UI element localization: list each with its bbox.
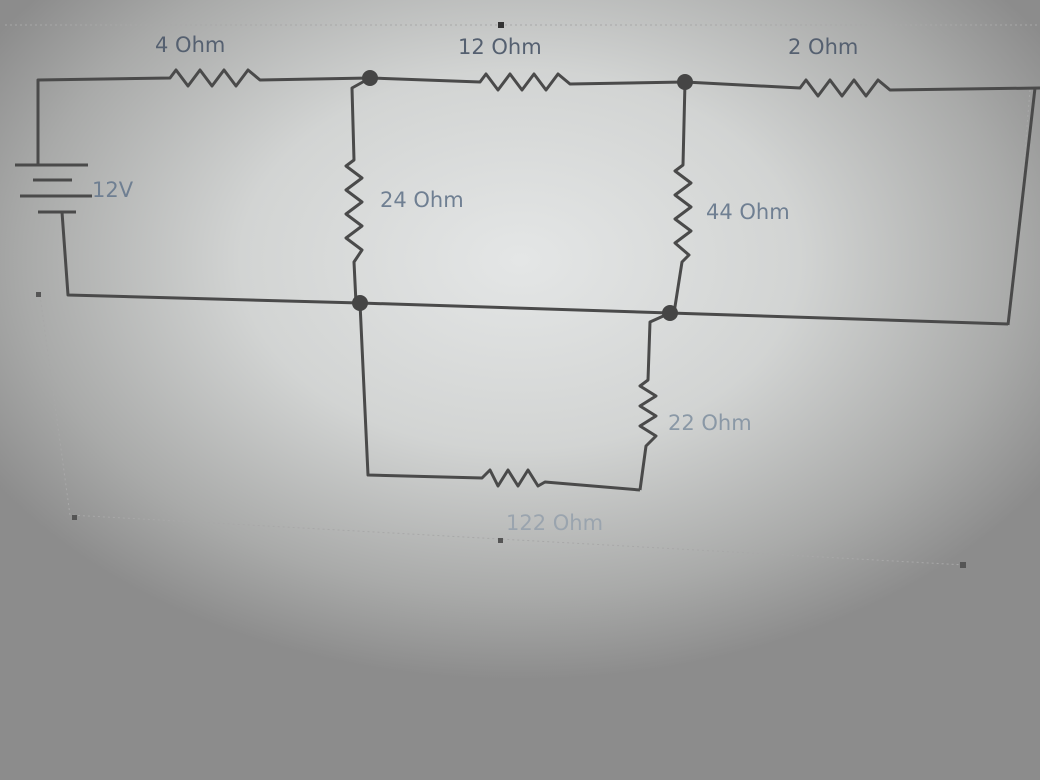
battery-icon: [15, 163, 92, 214]
resistor-44-ohm: [672, 81, 693, 314]
selection-handle[interactable]: [960, 562, 966, 568]
resistor-24-ohm: [344, 76, 371, 304]
resistor-label: 2 Ohm: [788, 35, 858, 59]
junction-node: [677, 74, 693, 90]
selection-frame: [5, 24, 1040, 566]
wire-top: [36, 68, 1040, 165]
resistor-22-ohm: [638, 311, 671, 491]
junction-node: [662, 305, 678, 321]
source-label: 12V: [92, 178, 134, 202]
selection-handle[interactable]: [498, 22, 504, 28]
resistor-label: 22 Ohm: [668, 411, 752, 435]
resistor-label: 12 Ohm: [458, 35, 542, 59]
junction-node: [362, 70, 378, 86]
resistor-122-ohm: [358, 302, 641, 492]
wire-left-bottom: [60, 211, 1009, 326]
resistor-label: 44 Ohm: [706, 200, 790, 224]
resistor-label: 122 Ohm: [506, 511, 603, 535]
selection-handle[interactable]: [72, 515, 77, 520]
selection-handle[interactable]: [36, 292, 41, 297]
resistor-label: 24 Ohm: [380, 188, 464, 212]
selection-handle[interactable]: [498, 538, 503, 543]
wire-right: [1006, 87, 1037, 326]
junction-node: [352, 295, 368, 311]
resistor-label: 4 Ohm: [155, 33, 225, 57]
